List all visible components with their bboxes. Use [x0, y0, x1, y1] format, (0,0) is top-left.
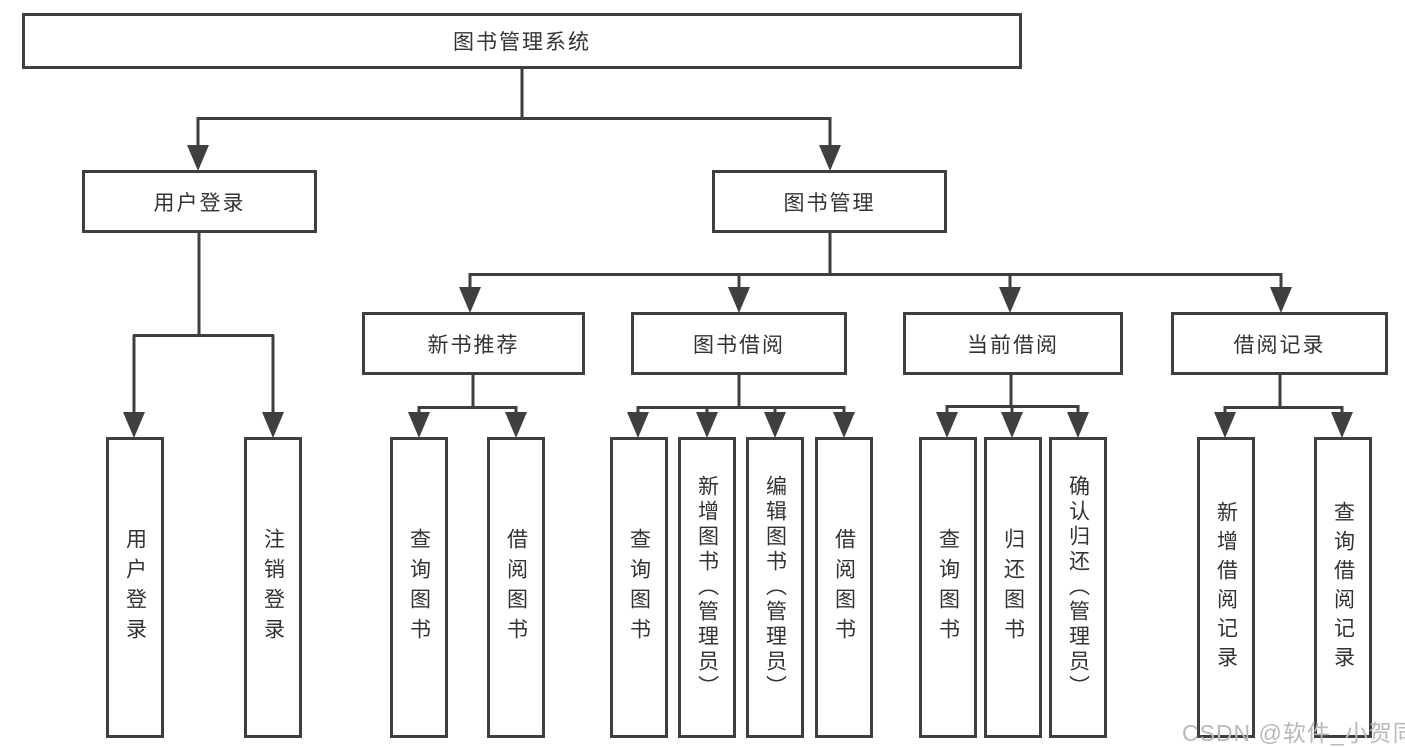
node-label: 当前借阅 — [967, 333, 1059, 357]
node-label: 用户登录 — [153, 191, 246, 215]
node-label: 新增借阅记录 — [1214, 500, 1238, 675]
node-query-books-current: 查询图书 — [919, 437, 977, 738]
node-edit-books-admin: 编辑图书（管理员） — [746, 437, 804, 738]
node-return-books: 归还图书 — [984, 437, 1042, 738]
node-label: 借阅记录 — [1233, 333, 1326, 357]
csdn-watermark: CSDN @软件_小贺同学 — [1182, 720, 1405, 746]
node-label: 图书管理 — [783, 191, 876, 215]
node-query-borrow-record: 查询借阅记录 — [1314, 437, 1372, 738]
node-confirm-return-admin: 确认归还（管理员） — [1049, 437, 1107, 738]
arrowheads — [123, 145, 1353, 438]
node-logout: 注销登录 — [244, 437, 302, 738]
node-label: 图书借阅 — [693, 333, 785, 357]
node-add-borrow-record: 新增借阅记录 — [1197, 437, 1255, 738]
node-user-login-group: 用户登录 — [82, 170, 317, 233]
node-label: 归还图书 — [1001, 527, 1025, 648]
node-borrow-books-recommend: 借阅图书 — [487, 437, 545, 738]
node-add-books-admin: 新增图书（管理员） — [678, 437, 736, 738]
node-borrow-books: 借阅图书 — [815, 437, 873, 738]
node-label: 借阅图书 — [832, 527, 856, 648]
node-label: 查询图书 — [936, 527, 960, 648]
node-label: 编辑图书（管理员） — [763, 475, 787, 700]
node-query-books-recommend: 查询图书 — [390, 437, 448, 738]
node-library-management-system: 图书管理系统 — [22, 13, 1022, 69]
node-book-management: 图书管理 — [712, 170, 947, 233]
node-label: 查询图书 — [627, 527, 651, 648]
node-user-login: 用户登录 — [106, 437, 164, 738]
node-label: 图书管理系统 — [453, 31, 591, 54]
node-book-borrowing: 图书借阅 — [631, 312, 847, 375]
node-borrowing-records: 借阅记录 — [1171, 312, 1388, 375]
node-label: 查询借阅记录 — [1331, 500, 1355, 675]
node-label: 确认归还（管理员） — [1066, 475, 1090, 700]
node-new-book-recommendation: 新书推荐 — [362, 312, 585, 375]
node-label: 新增图书（管理员） — [695, 475, 719, 700]
node-label: 注销登录 — [261, 527, 285, 648]
node-label: 查询图书 — [407, 527, 431, 648]
node-label: 用户登录 — [123, 527, 147, 648]
node-current-borrowing: 当前借阅 — [903, 312, 1123, 375]
node-label: 借阅图书 — [504, 527, 528, 648]
node-label: 新书推荐 — [427, 333, 520, 357]
node-query-books-borrow: 查询图书 — [610, 437, 668, 738]
